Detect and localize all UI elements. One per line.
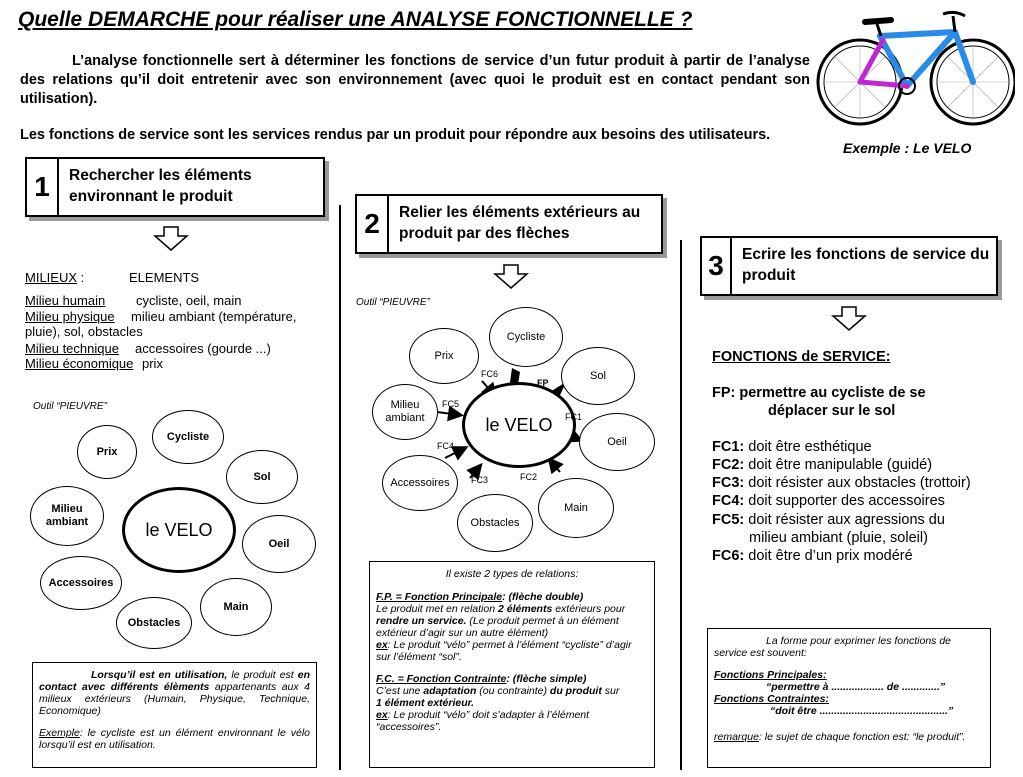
step1-note-box: Lorsqu’il est en utilisation, le produit… — [32, 662, 317, 768]
milieu-physique-elements: milieu ambiant (température, pluie), sol… — [25, 309, 310, 339]
milieu-technique-label: Milieu technique — [25, 341, 119, 356]
step1-node-main: Main — [200, 578, 272, 636]
relations-intro: Il existe 2 types de relations: — [376, 568, 648, 580]
step2-relations-box: Il existe 2 types de relations: F.P. = F… — [369, 561, 655, 768]
step2-label-fc2: FC2 — [520, 472, 537, 482]
step2-label-fc5: FC5 — [442, 399, 459, 409]
step2-header: 2 Relier les éléments extérieurs au prod… — [355, 194, 663, 254]
fp-line2: déplacer sur le sol — [768, 402, 895, 420]
step2-label-fp: FP — [537, 378, 549, 388]
fc5-line: FC5: doit résister aux agressions du — [712, 511, 945, 529]
step3-label: Ecrire les fonctions de service du produ… — [742, 244, 992, 286]
step2-node-main: Main — [538, 478, 614, 538]
page-title: Quelle DEMARCHE pour réaliser une ANALYS… — [18, 8, 692, 32]
step2-center-velo: le VELO — [462, 382, 576, 468]
step2-label: Relier les éléments extérieurs au produi… — [399, 202, 649, 244]
step2-down-arrow-icon — [493, 264, 529, 290]
step3-header: 3 Ecrire les fonctions de service du pro… — [700, 236, 998, 296]
step3-form-box: La forme pour exprimer les fonctions de … — [707, 628, 991, 768]
step1-header: 1 Rechercher les éléments environnant le… — [25, 157, 325, 217]
form-intro: La forme pour exprimer les fonctions de … — [714, 635, 984, 659]
fc1-line: FC1: doit être esthétique — [712, 438, 872, 456]
fc3-line: FC3: doit résister aux obstacles (trotto… — [712, 474, 971, 492]
step2-node-milieu-ambiant: Milieu ambiant — [372, 384, 438, 440]
step1-node-milieu-ambiant: Milieu ambiant — [30, 486, 104, 546]
step1-node-prix: Prix — [77, 425, 137, 479]
step1-node-cycliste: Cycliste — [152, 410, 224, 464]
step2-label-fc6: FC6 — [481, 369, 498, 379]
example-caption: Exemple : Le VELO — [843, 140, 971, 156]
fc6-line: FC6: doit être d’un prix modéré — [712, 547, 913, 565]
step2-node-accessoires: Accessoires — [382, 455, 458, 511]
step2-label-fc4: FC4 — [437, 441, 454, 451]
step2-node-prix: Prix — [409, 328, 479, 384]
milieux-header: MILIEUX : — [25, 270, 84, 285]
step2-node-obstacles: Obstacles — [457, 494, 533, 552]
fc5-line-continued: milieu ambiant (pluie, soleil) — [749, 529, 928, 547]
column-divider-2 — [680, 240, 682, 770]
milieu-technique-elements: accessoires (gourde ...) — [135, 341, 271, 356]
fonctions-heading: FONCTIONS de SERVICE: — [712, 348, 891, 366]
fc4-line: FC4: doit supporter des accessoires — [712, 492, 945, 510]
elements-header: ELEMENTS — [129, 270, 199, 285]
step1-node-oeil: Oeil — [242, 515, 316, 573]
step1-down-arrow-icon — [153, 226, 189, 252]
step1-center-velo: le VELO — [122, 487, 236, 573]
step3-down-arrow-icon — [831, 306, 867, 332]
step2-node-sol: Sol — [561, 347, 635, 405]
intro-definition: Les fonctions de service sont les servic… — [20, 127, 820, 143]
milieu-economique-label: Milieu économique — [25, 356, 133, 371]
step2-node-cycliste: Cycliste — [489, 307, 563, 367]
step2-node-oeil: Oeil — [579, 413, 655, 471]
step1-label: Rechercher les éléments environnant le p… — [69, 165, 309, 207]
fp-line1: FP: permettre au cycliste de se — [712, 384, 926, 402]
step3-number: 3 — [702, 238, 732, 294]
step1-node-sol: Sol — [226, 450, 298, 504]
step1-node-accessoires: Accessoires — [40, 556, 122, 610]
step2-number: 2 — [357, 196, 389, 252]
milieu-humain-label: Milieu humain — [25, 293, 105, 308]
step1-tool-label: Outil “PIEUVRE” — [33, 401, 107, 412]
milieu-economique-elements: prix — [142, 356, 163, 371]
milieu-humain-elements: cycliste, oeil, main — [136, 293, 241, 308]
step1-node-obstacles: Obstacles — [116, 597, 192, 649]
bicycle-illustration — [815, 2, 1015, 134]
intro-paragraph: L’analyse fonctionnelle sert à détermine… — [20, 52, 810, 109]
step2-label-fc3: FC3 — [471, 475, 488, 485]
step1-number: 1 — [27, 159, 59, 215]
step2-label-fc1: FC1 — [565, 412, 582, 422]
fc2-line: FC2: doit être manipulable (guidé) — [712, 456, 932, 474]
